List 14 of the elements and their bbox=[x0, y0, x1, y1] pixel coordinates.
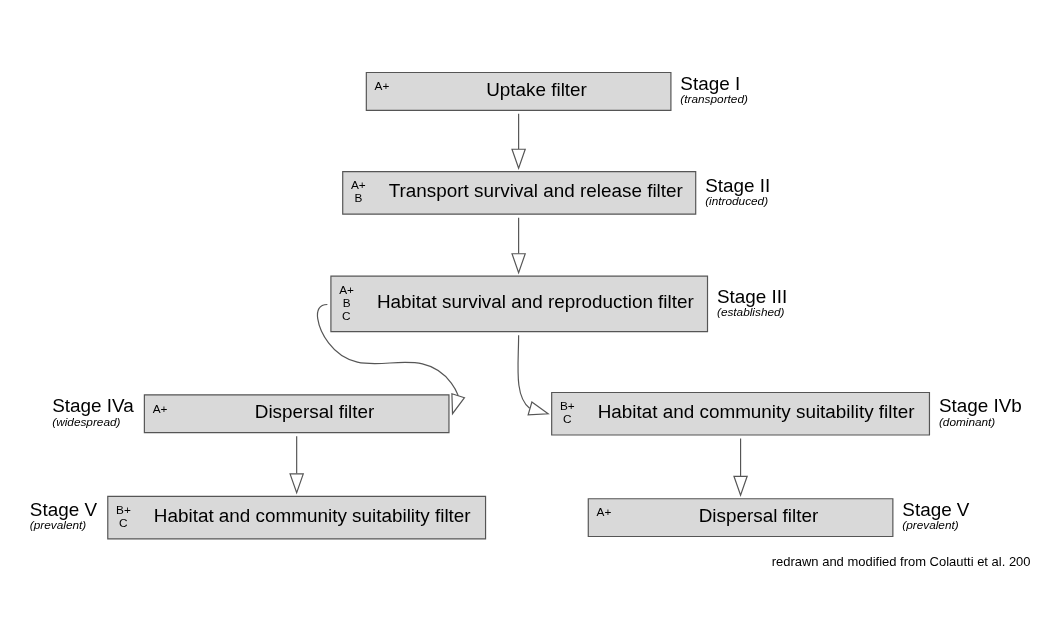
arrow bbox=[517, 334, 550, 416]
arrow bbox=[511, 113, 527, 170]
arrow bbox=[289, 435, 305, 495]
arrow bbox=[316, 303, 466, 416]
node-label: Stage IVa bbox=[52, 395, 134, 417]
node-label: Stage III bbox=[716, 285, 788, 307]
node-label: Stage V bbox=[29, 499, 98, 521]
caption: redrawn and modified from Colautti et al. 200 bbox=[771, 553, 1031, 569]
node-label: Stage IVb bbox=[938, 395, 1022, 417]
arrow bbox=[511, 217, 527, 275]
node-label: Stage V bbox=[902, 499, 970, 521]
arrow bbox=[733, 437, 748, 497]
node-label: Stage II bbox=[705, 174, 771, 196]
node-label: Stage I bbox=[680, 73, 741, 94]
